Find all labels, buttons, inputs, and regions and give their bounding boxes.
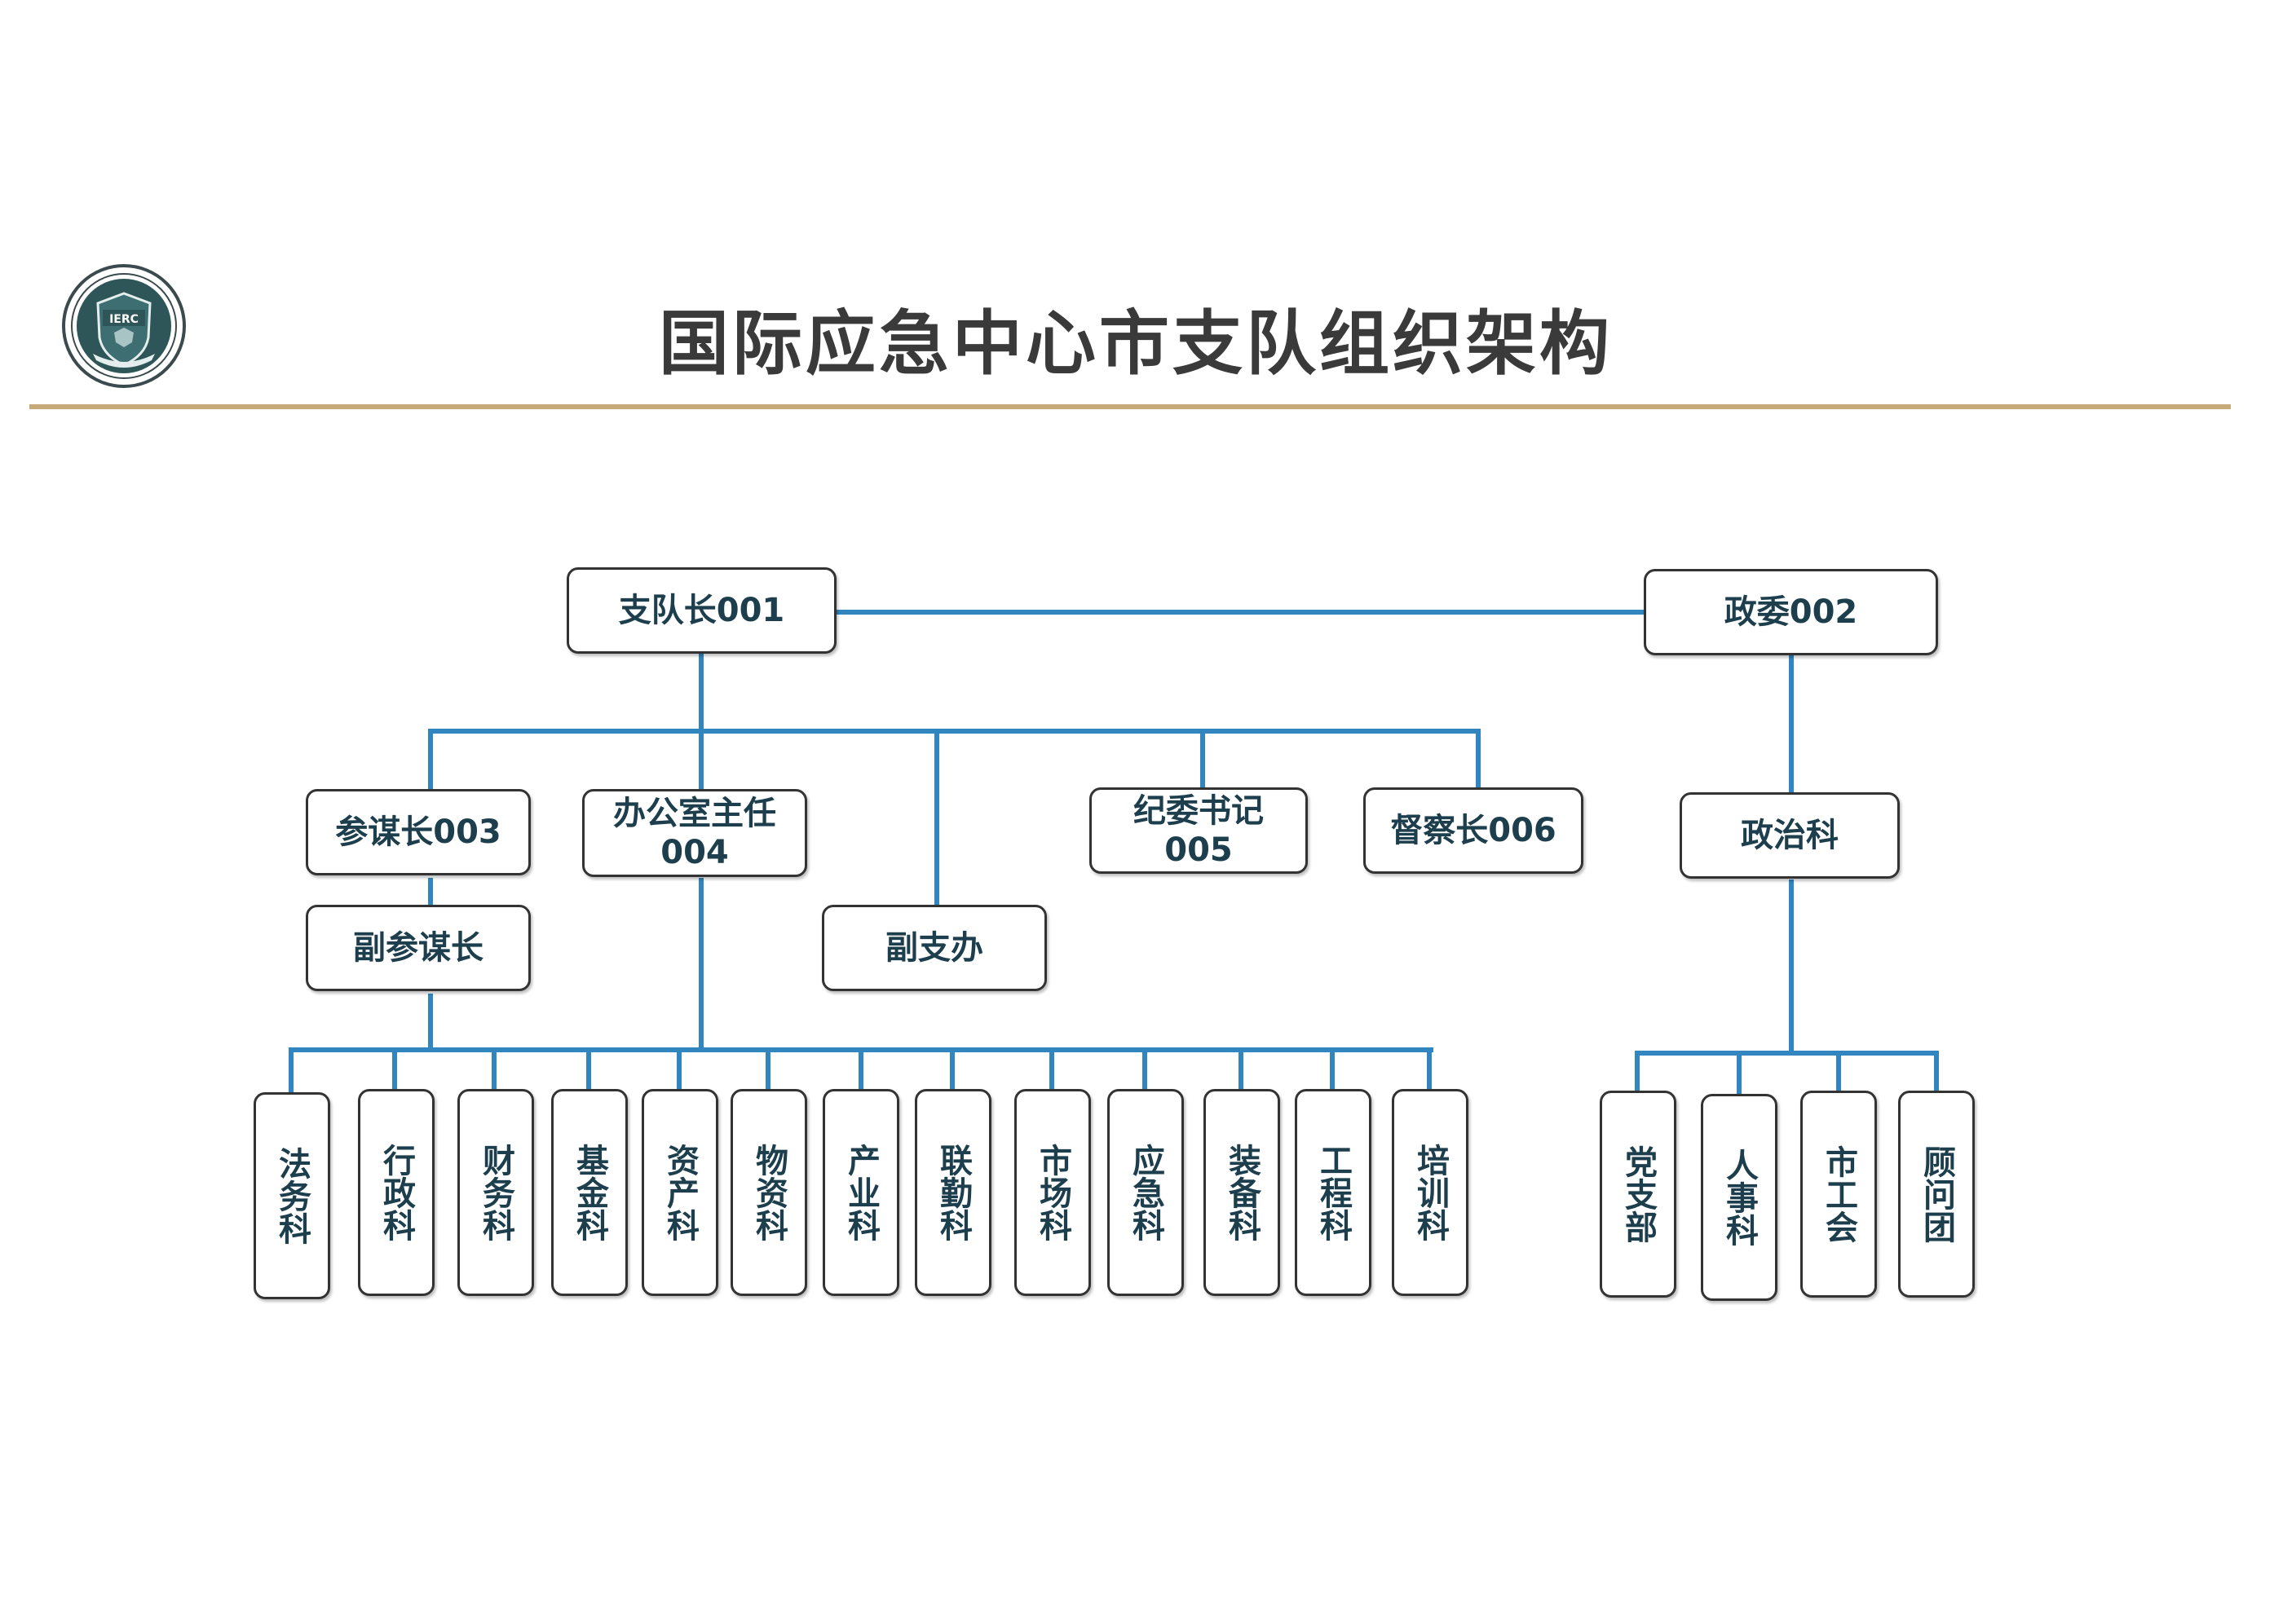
- section-box: 产业科: [823, 1089, 899, 1296]
- section-box: 物资科: [731, 1089, 807, 1296]
- section-box: 资产科: [642, 1089, 718, 1296]
- political-unit-box: 人事科: [1701, 1094, 1777, 1301]
- page-title: 国际应急中心市支队组织架构: [659, 303, 1613, 385]
- node-chief-of-staff: 参谋长003: [306, 789, 531, 875]
- section-box: 基金科: [551, 1089, 628, 1296]
- logo-text: IERC: [109, 313, 139, 326]
- section-box: 联勤科: [915, 1089, 991, 1296]
- political-unit-box: 顾问团: [1898, 1091, 1975, 1298]
- political-unit-box: 市工会: [1800, 1091, 1877, 1298]
- section-box: 应急科: [1107, 1089, 1184, 1296]
- section-box: 市场科: [1014, 1089, 1091, 1296]
- node-commissar: 政委002: [1644, 569, 1938, 655]
- section-box: 工程科: [1295, 1089, 1371, 1296]
- node-office-director: 办公室主任 004: [582, 789, 807, 877]
- node-deputy-chief-of-staff: 副参谋长: [306, 905, 531, 991]
- political-unit-box: 党支部: [1600, 1091, 1676, 1298]
- section-box: 培训科: [1392, 1089, 1468, 1296]
- node-leader: 支队长001: [567, 567, 837, 654]
- section-box: 法务科: [254, 1092, 330, 1299]
- node-inspector: 督察长006: [1363, 787, 1583, 874]
- section-box: 行政科: [358, 1089, 435, 1296]
- ierc-logo: IERC: [62, 264, 186, 388]
- title-divider: [29, 404, 2231, 409]
- node-deputy-office: 副支办: [822, 905, 1047, 991]
- node-political-dept: 政治科: [1680, 792, 1900, 879]
- node-discipline-secretary: 纪委书记 005: [1089, 787, 1308, 874]
- section-box: 财务科: [457, 1089, 534, 1296]
- section-box: 装备科: [1203, 1089, 1280, 1296]
